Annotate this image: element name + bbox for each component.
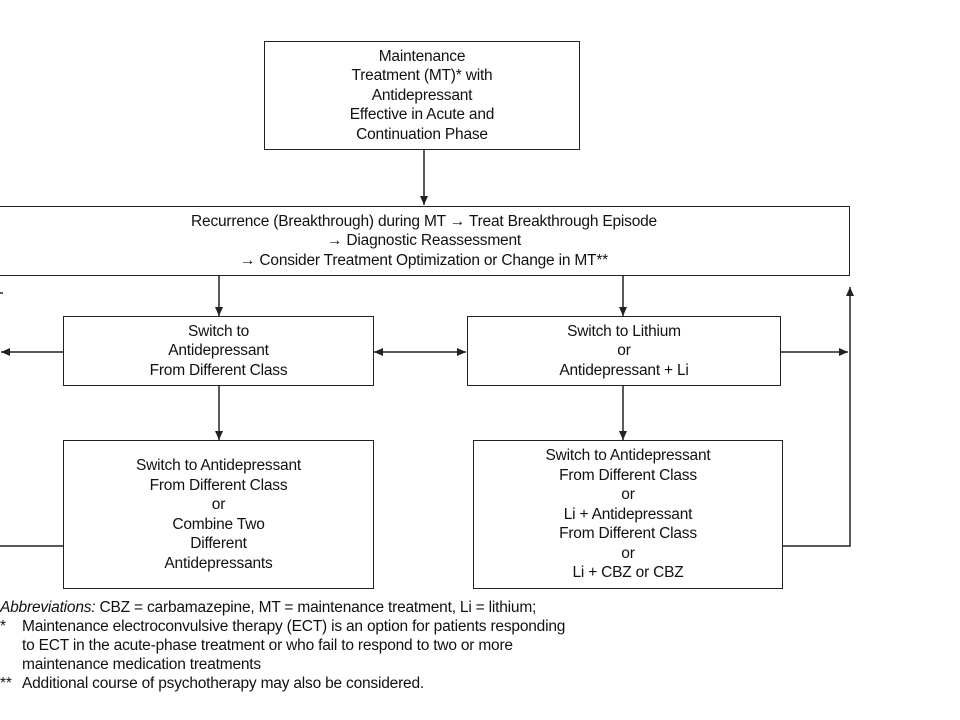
box-line: Switch to Lithium bbox=[567, 322, 681, 340]
box-line: Combine Two bbox=[172, 515, 265, 533]
abbreviations-text: CBZ = carbamazepine, MT = maintenance tr… bbox=[95, 599, 537, 616]
abbreviations-line: Abbreviations: CBZ = carbamazepine, MT =… bbox=[0, 598, 880, 617]
footnote-single-line: maintenance medication treatments bbox=[0, 655, 880, 674]
maintenance-treatment-box: Maintenance Treatment (MT)* with Antidep… bbox=[264, 41, 580, 150]
recurrence-box: Recurrence (Breakthrough) during MT → Tr… bbox=[0, 206, 850, 276]
box-line: Treatment (MT)* with bbox=[351, 67, 493, 85]
box-line: or bbox=[617, 342, 631, 360]
box-line: Li + CBZ or CBZ bbox=[572, 564, 684, 582]
right-loop-line bbox=[783, 287, 854, 547]
box-line: or bbox=[211, 496, 226, 513]
box-line: From Different Class bbox=[149, 361, 288, 379]
li-cbz-box: Switch to Antidepressant From Different … bbox=[473, 440, 783, 589]
box-line: Effective in Acute and bbox=[349, 106, 495, 124]
box-line: Li + Antidepressant bbox=[563, 505, 693, 523]
footnote-single-text: Maintenance electroconvulsive therapy (E… bbox=[22, 618, 566, 635]
box-line: → Diagnostic Reassessment bbox=[327, 232, 521, 250]
footnote-single-line: to ECT in the acute-phase treatment or w… bbox=[0, 636, 880, 655]
box-line: Antidepressant bbox=[168, 342, 269, 360]
abbreviations-label: Abbreviations: bbox=[0, 599, 96, 616]
box-line: → Consider Treatment Optimization or Cha… bbox=[240, 251, 608, 269]
combine-antidepressants-box: Switch to Antidepressant From Different … bbox=[63, 440, 374, 589]
footnotes: Abbreviations: CBZ = carbamazepine, MT =… bbox=[0, 598, 880, 693]
box-line: From Different Class bbox=[559, 525, 697, 543]
box-line: Antidepressant + Li bbox=[559, 361, 689, 379]
box-line: Continuation Phase bbox=[356, 125, 488, 143]
footnote-double-line: ** Additional course of psychotherapy ma… bbox=[0, 674, 880, 693]
switch-antidepressant-box: Switch to Antidepressant From Different … bbox=[63, 316, 374, 386]
box-line: From Different Class bbox=[149, 476, 288, 494]
box-line: or bbox=[621, 486, 635, 504]
box-line: or bbox=[621, 544, 635, 562]
footnote-double-mark: ** bbox=[0, 675, 12, 692]
box-line: Antidepressant bbox=[371, 86, 473, 104]
footnote-single-line: * Maintenance electroconvulsive therapy … bbox=[0, 617, 880, 636]
box-line: Switch to Antidepressant bbox=[545, 447, 711, 465]
box-line: Recurrence (Breakthrough) during MT → Tr… bbox=[191, 212, 657, 230]
box-line: Switch to Antidepressant bbox=[136, 457, 301, 474]
footnote-single-text: to ECT in the acute-phase treatment or w… bbox=[22, 637, 513, 654]
footnote-double-text: Additional course of psychotherapy may a… bbox=[22, 675, 424, 692]
switch-lithium-box: Switch to Lithium or Antidepressant + Li bbox=[467, 316, 781, 386]
footnote-single-text: maintenance medication treatments bbox=[22, 656, 261, 673]
footnote-single-mark: * bbox=[0, 618, 6, 635]
box-line: Antidepressants bbox=[164, 554, 273, 572]
box-line: Different bbox=[190, 535, 247, 552]
box-line: From Different Class bbox=[559, 466, 697, 484]
box-line: Maintenance bbox=[378, 47, 466, 65]
box-line: Switch to bbox=[187, 322, 250, 340]
